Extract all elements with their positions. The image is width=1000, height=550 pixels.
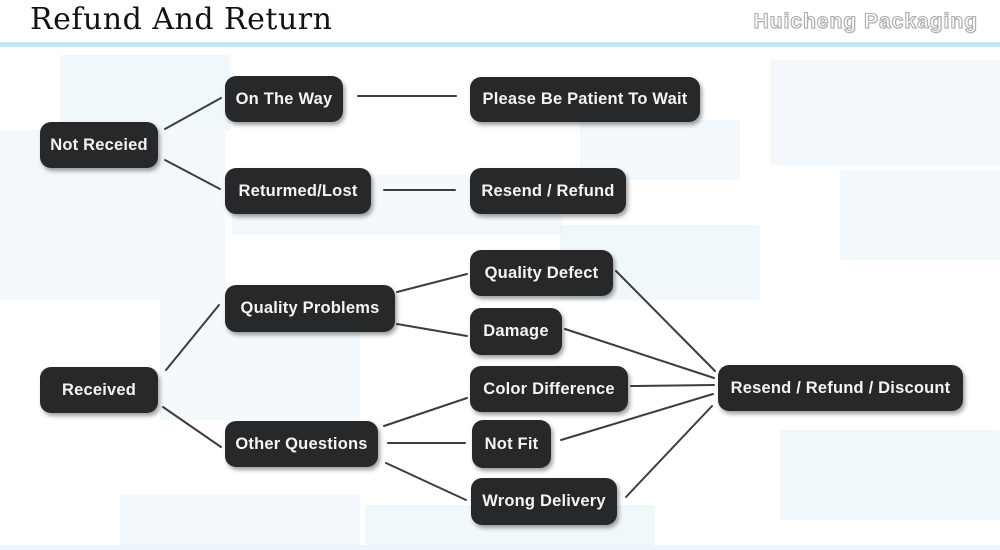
- page-title: Refund And Return: [30, 2, 333, 37]
- background-tile: [840, 170, 1000, 260]
- background-tile: [60, 55, 230, 130]
- bottom-strip: [0, 545, 1000, 550]
- background-tile: [120, 495, 360, 545]
- node-returmed-lost: Returmed/Lost: [225, 168, 371, 214]
- connector-line: [165, 304, 220, 371]
- connector-line: [385, 462, 467, 501]
- connector-line: [560, 393, 714, 441]
- node-not-receied: Not Receied: [40, 122, 158, 168]
- node-on-the-way: On The Way: [225, 76, 343, 122]
- connector-line: [564, 328, 715, 379]
- brand-text: Huicheng Packaging: [753, 9, 978, 33]
- connector-line: [625, 405, 713, 498]
- background-tile: [780, 430, 1000, 520]
- connector-line: [164, 159, 221, 190]
- node-quality-problems: Quality Problems: [225, 285, 395, 332]
- node-resend-refund: Resend / Refund: [470, 168, 626, 214]
- node-wrong-delivery: Wrong Delivery: [471, 478, 617, 525]
- node-quality-defect: Quality Defect: [470, 250, 613, 296]
- connector-line: [396, 273, 468, 293]
- node-color-difference: Color Difference: [470, 366, 628, 412]
- connector-lines: [162, 95, 716, 501]
- node-resend-refund-discount: Resend / Refund / Discount: [718, 365, 963, 411]
- node-not-fit: Not Fit: [472, 420, 551, 468]
- flowchart-canvas: Not Receied On The Way Please Be Patient…: [0, 47, 1000, 550]
- connector-line: [162, 406, 222, 448]
- connector-line: [164, 97, 222, 130]
- connector-line: [615, 270, 716, 372]
- node-other-questions: Other Questions: [225, 421, 378, 467]
- node-damage: Damage: [470, 308, 562, 355]
- page-header: Refund And Return Huicheng Packaging: [0, 0, 1000, 46]
- background-tile: [770, 60, 1000, 165]
- node-please-be-patient: Please Be Patient To Wait: [470, 77, 700, 122]
- header-underline: [0, 42, 1000, 47]
- connector-line: [630, 384, 715, 387]
- connector-line: [383, 397, 468, 427]
- node-received: Received: [40, 367, 158, 413]
- connector-line: [396, 323, 468, 337]
